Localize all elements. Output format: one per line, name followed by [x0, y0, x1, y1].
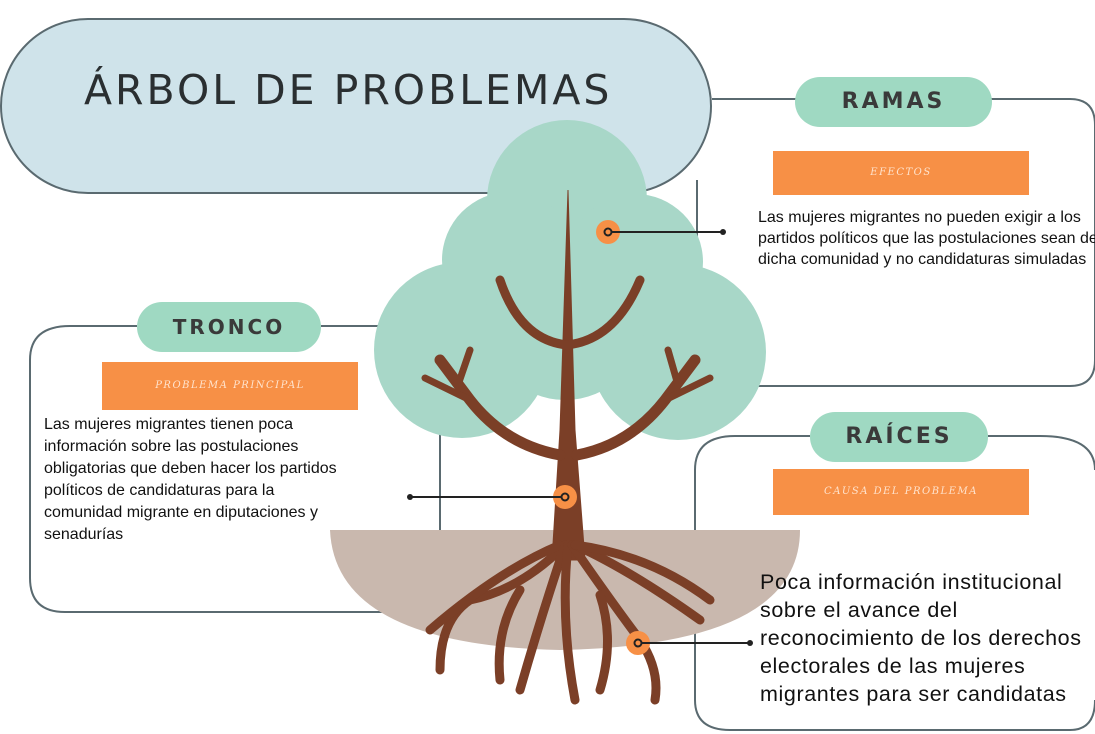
tronco-tag: PROBLEMA PRINCIPAL [102, 362, 358, 410]
tronco-header: TRONCO [137, 302, 321, 352]
raices-right-line [988, 435, 1095, 471]
trunk [421, 189, 714, 561]
raices-header: RAÍCES [810, 412, 988, 462]
raices-frame [694, 435, 1095, 731]
page-title: ÁRBOL DE PROBLEMAS [84, 66, 613, 114]
raices-description: Poca información institucional sobre el … [760, 570, 1082, 706]
ramas-marker [596, 220, 726, 244]
ramas-description: Las mujeres migrantes no pueden exigir a… [758, 209, 1095, 268]
tronco-frame [29, 325, 440, 613]
raices-marker [626, 631, 753, 655]
ramas-header: RAMAS [795, 77, 992, 127]
ramas-frame [758, 98, 1095, 387]
raices-tag: CAUSA DEL PROBLEMA [773, 469, 1029, 515]
tronco-marker [407, 485, 577, 509]
tronco-description: Las mujeres migrantes tienen poca inform… [44, 416, 337, 543]
ramas-tag: EFECTOS [773, 151, 1029, 195]
